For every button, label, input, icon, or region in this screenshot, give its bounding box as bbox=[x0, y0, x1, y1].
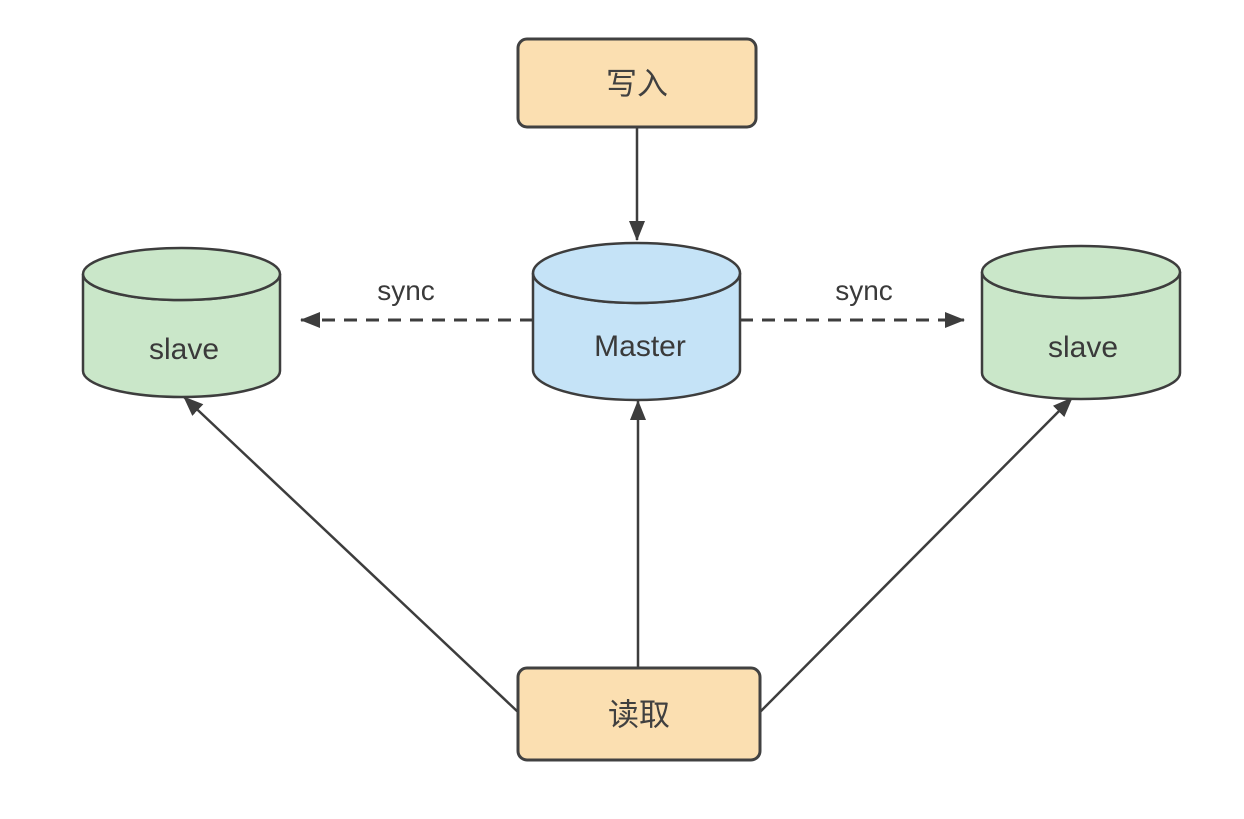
slave-right-db-cylinder bbox=[980, 244, 1182, 401]
slave-left-db-label: slave bbox=[148, 333, 220, 366]
master-db-label: Master bbox=[594, 330, 686, 363]
write-box-label: 写入 bbox=[606, 66, 668, 102]
write-box bbox=[516, 37, 758, 129]
arrow-read-to-left-slave bbox=[183, 396, 519, 713]
read-box-label: 读取 bbox=[608, 697, 670, 733]
master-db-top bbox=[531, 241, 742, 305]
sync-right-label: sync bbox=[835, 275, 893, 307]
slave-right-db-label: slave bbox=[1047, 331, 1119, 364]
sync-left-label: sync bbox=[377, 275, 435, 307]
master-db-cylinder bbox=[531, 241, 742, 402]
arrow-read-to-right-slave bbox=[759, 397, 1073, 713]
read-box bbox=[516, 666, 762, 762]
slave-left-db-top bbox=[81, 246, 282, 302]
slave-right-db-top bbox=[980, 244, 1182, 300]
slave-left-db-cylinder bbox=[81, 246, 282, 399]
